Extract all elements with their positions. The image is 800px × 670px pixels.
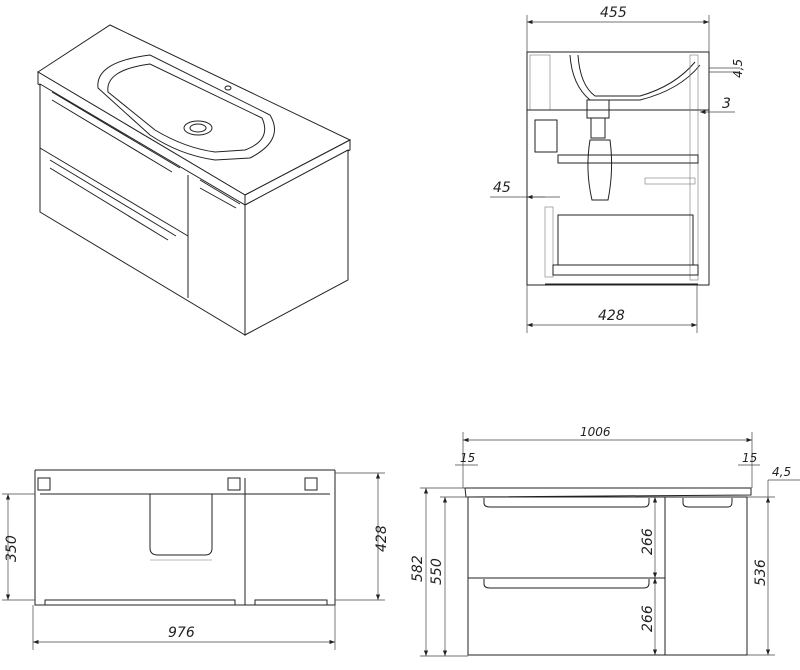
dim-drawer-lower: 266: [640, 605, 656, 632]
dim-door-height: 536: [753, 559, 769, 586]
dim-drawer-upper: 266: [640, 528, 656, 555]
dim-inner-height: 350: [4, 535, 20, 562]
dim-body-height: 550: [429, 558, 445, 585]
side-section-view: 455 45 4,5 3 428: [490, 5, 745, 333]
dim-top-thickness: 4,5: [772, 465, 791, 479]
dim-total-height: 582: [410, 555, 426, 582]
dim-drawer-offset: 45: [493, 180, 511, 196]
dim-plan-width: 976: [168, 625, 195, 641]
isometric-view: [37, 24, 352, 336]
plan-view: 350 428 976: [2, 469, 390, 650]
dim-overhang-left: 15: [460, 451, 475, 465]
dim-top-offset: 4,5: [731, 59, 745, 78]
dim-overhang-right: 15: [742, 451, 757, 465]
dim-plan-depth: 428: [374, 525, 390, 552]
dim-front-width: 1006: [580, 425, 611, 439]
front-view: 1006 15 15 4,5 582 550 266 266 536: [410, 425, 800, 657]
dim-depth-body: 428: [598, 308, 625, 324]
dim-edge-offset: 3: [722, 96, 731, 112]
dim-depth-total: 455: [600, 5, 627, 21]
